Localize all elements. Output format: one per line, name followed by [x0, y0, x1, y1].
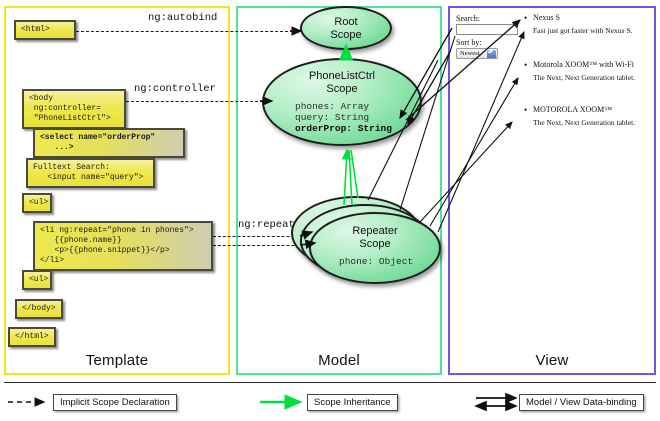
- scope-prop-orderprop: orderProp: String: [295, 123, 392, 134]
- legend-label-implicit: Implicit Scope Declaration: [53, 394, 177, 411]
- scope-prop-phone: phone: Object: [339, 256, 414, 267]
- connector-autobind-dash: [76, 31, 298, 32]
- code-box-ul-close[interactable]: <ul>: [22, 270, 52, 290]
- connector-label-autobind: ng:autobind: [148, 12, 218, 24]
- sort-by-selected-value: Newest: [460, 50, 480, 57]
- code-box-select[interactable]: <select name="orderProp" ...>: [33, 128, 185, 158]
- phone-snippet-3: The Next, Next Generation tablet.: [533, 118, 636, 127]
- code-box-html-open[interactable]: <html>: [14, 20, 76, 40]
- legend-label-inheritance: Scope Inheritance: [307, 394, 398, 411]
- scope-repeater-line-1: Repeater: [352, 225, 398, 237]
- code-box-body-open[interactable]: <body ng:controller= "PhoneListCtrl">: [22, 89, 126, 129]
- code-box-ul-open[interactable]: <ul>: [22, 193, 52, 213]
- search-input[interactable]: [456, 24, 518, 35]
- legend-label-databinding: Model / View Data-binding: [519, 394, 644, 411]
- connector-controller-dash: [126, 101, 268, 102]
- scope-root[interactable]: Root Scope: [300, 6, 392, 50]
- scope-root-line-1: Root: [334, 16, 358, 28]
- phone-snippet-2: The Next, Next Generation tablet.: [533, 73, 636, 82]
- connector-repeat-dash-1: [213, 236, 309, 237]
- view-sort-label: Sort by:: [456, 38, 482, 47]
- code-box-li-repeat[interactable]: <li ng:repeat="phone in phones"> {{phone…: [33, 221, 213, 271]
- code-box-body-close[interactable]: </body>: [15, 299, 63, 319]
- scope-phonelistctrl[interactable]: PhoneListCtrl Scope phones: Array query:…: [262, 58, 422, 146]
- connector-repeat-dash-2: [213, 245, 309, 246]
- scope-repeater-line-2: Scope: [359, 238, 391, 250]
- chevron-updown-icon: [487, 49, 496, 58]
- view-search-label: Search:: [456, 14, 480, 23]
- scope-phonelistctrl-line-1: PhoneListCtrl: [308, 70, 376, 82]
- connector-label-controller: ng:controller: [134, 83, 216, 95]
- scope-root-line-2: Scope: [330, 29, 362, 41]
- code-box-fulltext-search[interactable]: Fulltext Search: <input name="query">: [26, 158, 155, 188]
- scope-phonelistctrl-line-2: Scope: [326, 83, 358, 95]
- bullet-icon-3: •: [524, 105, 528, 115]
- scope-prop-query: query: String: [295, 112, 370, 123]
- phone-name-3: MOTOROLA XOOM™: [533, 105, 613, 114]
- scope-repeater[interactable]: Repeater Scope phone: Object: [309, 212, 441, 284]
- phone-name-2: Motorola XOOM™ with Wi-Fi: [533, 60, 634, 69]
- phone-snippet-1: Fast just got faster with Nexus S.: [533, 26, 633, 35]
- column-title-model: Model: [318, 352, 360, 369]
- scope-prop-phones: phones: Array: [295, 101, 370, 112]
- column-template: Template: [4, 6, 230, 375]
- connector-label-repeat: ng:repeat: [238, 219, 295, 231]
- sort-by-select[interactable]: Newest: [456, 48, 498, 59]
- column-title-template: Template: [85, 352, 149, 369]
- bullet-icon-2: •: [524, 60, 528, 70]
- column-title-view: View: [535, 352, 569, 369]
- legend-divider: [4, 382, 656, 383]
- code-box-html-close[interactable]: </html>: [8, 327, 56, 347]
- bullet-icon-1: •: [524, 13, 528, 23]
- phone-name-1: Nexus S: [533, 13, 560, 22]
